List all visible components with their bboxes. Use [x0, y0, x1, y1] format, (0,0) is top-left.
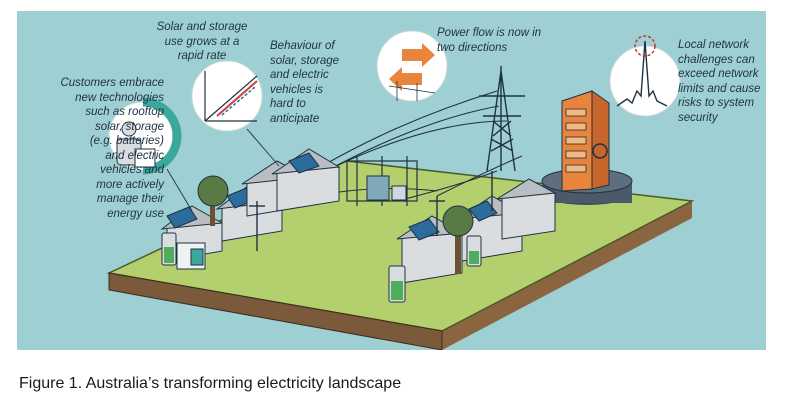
annotation-power-flow: Power flow is now in two directions [437, 27, 542, 54]
transmission-tower [479, 66, 525, 172]
customer-technology-icon [108, 97, 182, 175]
annotation-customers: Customers embrace new technologies such … [60, 77, 164, 220]
annotation-local-network: Local network challenges can exceed netw… [678, 39, 761, 124]
annotation-growth: Solar and storage use grows at a rapid r… [156, 21, 248, 62]
house-front [396, 215, 464, 284]
tree-right [442, 205, 474, 274]
utility-poles [249, 171, 493, 251]
callout-lines [166, 128, 280, 212]
network-spike-icon [609, 35, 681, 117]
battery-front [388, 265, 406, 303]
growth-chart-icon [191, 60, 263, 132]
electricity-landscape-illustration [106, 30, 695, 350]
battery-right [466, 235, 482, 267]
power-flow-icon [376, 30, 448, 102]
annotation-behaviour: Behaviour of solar, storage and electric… [270, 40, 340, 125]
substation [346, 156, 418, 206]
house-right-2 [496, 178, 557, 240]
house-centre [271, 148, 341, 212]
office-building [541, 90, 633, 205]
figure-caption: Figure 1. Australia’s transforming elect… [19, 375, 402, 392]
diagram-figure: Customers embrace new technologies such … [17, 11, 766, 350]
battery-left [161, 232, 177, 266]
home-energy-monitor-icon [176, 242, 206, 270]
tree-left [197, 175, 229, 226]
